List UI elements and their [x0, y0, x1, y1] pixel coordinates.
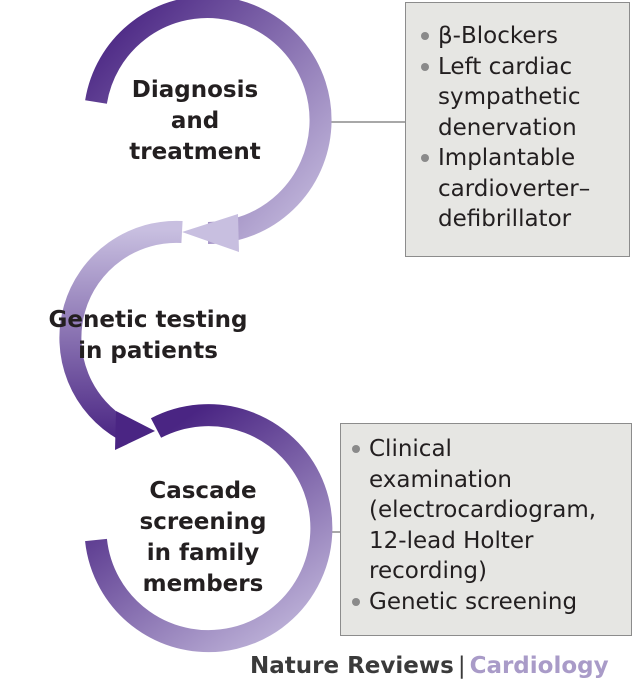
list-item: β-Blockers [418, 21, 621, 52]
bullet-icon [352, 445, 360, 453]
list-item: Genetic screening [349, 587, 627, 618]
arrowhead-to-cascade-screening [115, 411, 155, 450]
bullet-icon [421, 62, 429, 71]
stage-label-genetic-testing: Genetic testing in patients [48, 307, 248, 364]
cycle-arc-cascade-screening [85, 404, 333, 653]
list-item: Left cardiac sympathetic denervation [418, 52, 621, 144]
journal-branding: Nature Reviews|Cardiology [250, 652, 609, 680]
journal-name: Nature Reviews [250, 653, 454, 679]
brand-separator: | [457, 653, 466, 679]
cycle-arc-diagnosis [85, 0, 332, 244]
stage-label-cascade-screening: Cascade screening in family members [139, 478, 267, 597]
treatment-options-box: β-Blockers Left cardiac sympathetic dene… [405, 2, 630, 257]
bullet-icon [352, 597, 360, 606]
stage-label-diagnosis: Diagnosis and treatment [129, 77, 261, 165]
bullet-icon [421, 32, 429, 40]
journal-field: Cardiology [469, 653, 609, 679]
screening-options-box: Clinical examination (electrocardiogram,… [340, 423, 632, 636]
bullet-icon [421, 154, 429, 162]
list-item: Implantable cardioverter– defibrillator [418, 143, 621, 235]
list-item: Clinical examination (electrocardiogram,… [349, 434, 627, 587]
arrowhead-to-genetic-testing [182, 214, 239, 252]
cycle-arc-genetic-testing [59, 220, 183, 440]
